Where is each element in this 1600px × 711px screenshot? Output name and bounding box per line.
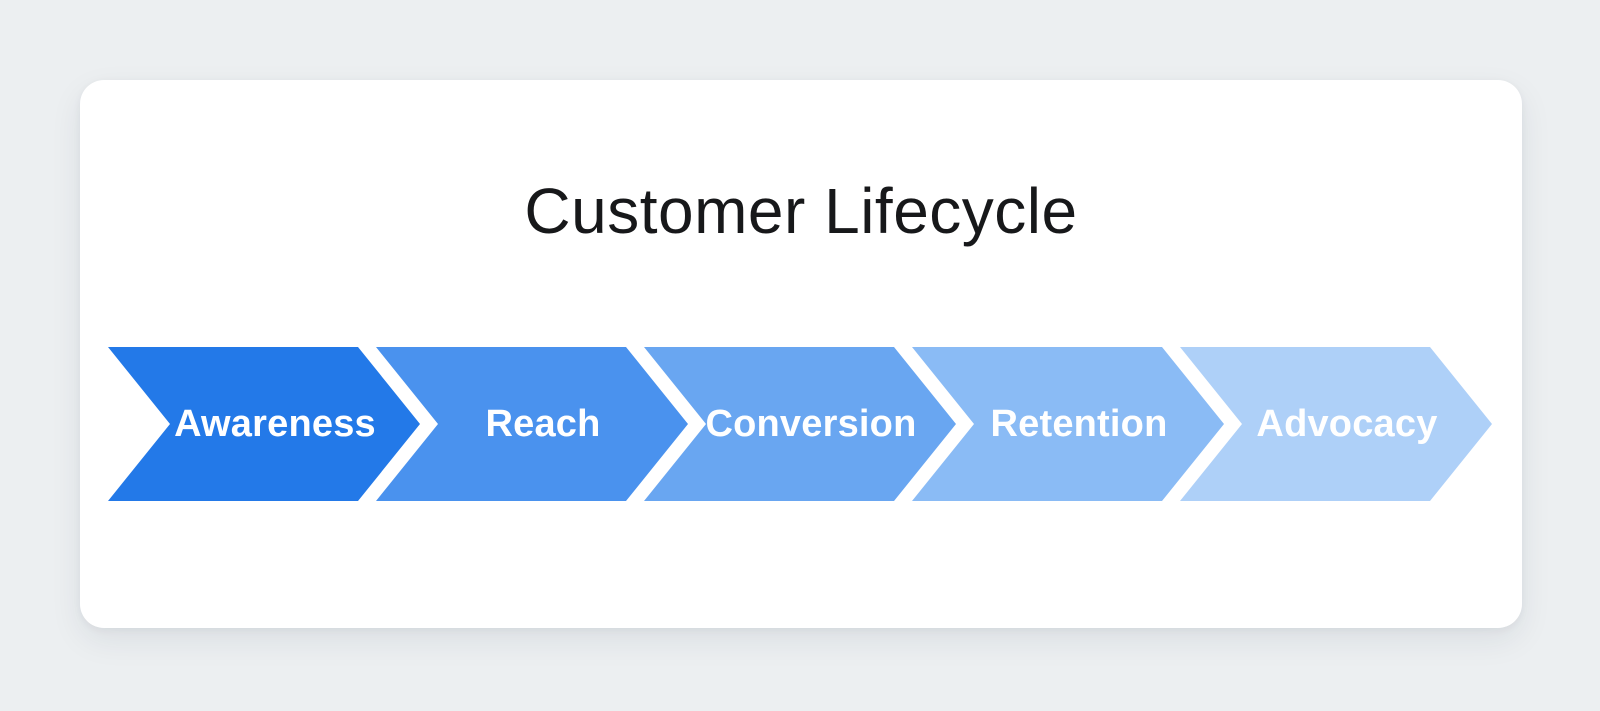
- stage-label-reach: Reach: [485, 402, 601, 445]
- stage-label-retention: Retention: [990, 402, 1168, 445]
- stage-chevron-conversion: Conversion: [644, 347, 956, 501]
- stage-chevron-awareness: Awareness: [108, 347, 420, 501]
- stage-label-conversion: Conversion: [705, 402, 917, 445]
- diagram-card: Customer Lifecycle Awareness Reach Conve…: [80, 80, 1522, 628]
- diagram-title: Customer Lifecycle: [524, 175, 1078, 247]
- stage-label-advocacy: Advocacy: [1256, 402, 1438, 445]
- stage-chevron-reach: Reach: [376, 347, 688, 501]
- stage-label-awareness: Awareness: [174, 402, 376, 445]
- stage-chevron-advocacy: Advocacy: [1180, 347, 1492, 501]
- chevron-process-row: Awareness Reach Conversion Retention Adv…: [108, 347, 1494, 501]
- stage-chevron-retention: Retention: [912, 347, 1224, 501]
